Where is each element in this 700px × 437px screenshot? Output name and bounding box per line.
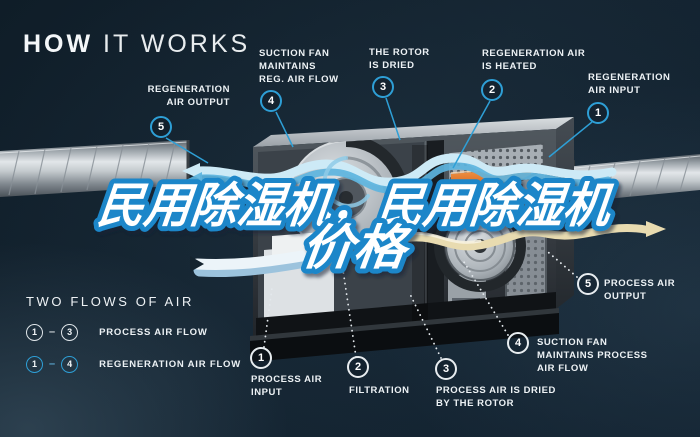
callout-regeneration-air-heated: REGENERATION AIR IS HEATED	[482, 48, 586, 72]
legend-dash: –	[49, 326, 56, 338]
legend-label-regeneration: REGENERATION AIR FLOW	[99, 358, 242, 370]
left-duct	[0, 140, 190, 197]
legend-title: TWO FLOWS OF AIR	[26, 294, 194, 309]
process-air-flow-arrows	[392, 221, 666, 251]
step-badge-proc-1: 1	[250, 347, 272, 369]
page-title: HOW IT WORKS	[23, 30, 250, 59]
step-badge-proc-4: 4	[507, 332, 529, 354]
step-badge-reg-4: 4	[260, 90, 282, 112]
title-bold: HOW	[23, 30, 94, 58]
callout-suction-fan-reg: SUCTION FAN MAINTAINS REG. AIR FLOW	[259, 48, 339, 85]
step-badge-proc-2: 2	[347, 356, 369, 378]
legend-step-circle: 3	[61, 323, 79, 341]
step-badge-reg-2: 2	[481, 79, 503, 101]
legend-step-circle: 1	[26, 355, 43, 373]
legend-step-circle: 1	[26, 323, 43, 341]
legend-step-circle: 4	[61, 355, 79, 373]
callout-suction-fan-process: SUCTION FAN MAINTAINS PROCESS AIR FLOW	[537, 337, 648, 374]
callout-process-air-input: PROCESS AIR INPUT	[251, 374, 323, 398]
step-badge-proc-5: 5	[577, 273, 599, 295]
legend-label-process: PROCESS AIR FLOW	[99, 326, 208, 338]
title-light: IT WORKS	[93, 30, 251, 58]
legend-dash: –	[49, 358, 56, 370]
legend-row-regeneration-air-flow: 1 – 4 REGENERATION AIR FLOW	[26, 355, 241, 373]
process-air-output-ribbon	[190, 250, 308, 278]
leader-lines-regeneration	[165, 97, 593, 169]
callout-filtration: FILTRATION	[349, 385, 410, 396]
callout-regeneration-air-output: REGENERATION AIR OUTPUT	[147, 84, 230, 108]
step-badge-reg-3: 3	[372, 76, 394, 98]
callout-process-air-output: PROCESS AIR OUTPUT	[604, 278, 676, 302]
callout-rotor-is-dried: THE ROTOR IS DRIED	[369, 47, 430, 71]
step-badge-reg-1: 1	[587, 102, 609, 124]
callout-regeneration-air-input: REGENERATION AIR INPUT	[588, 72, 671, 96]
leader-lines-process	[263, 251, 578, 359]
regeneration-air-flow-arrows	[182, 153, 617, 208]
step-badge-proc-3: 3	[435, 358, 457, 380]
legend: TWO FLOWS OF AIR 1 – 3 PROCESS AIR FLOW …	[26, 294, 241, 373]
step-badge-reg-5: 5	[150, 116, 172, 138]
callout-process-air-dried: PROCESS AIR IS DRIED BY THE ROTOR	[436, 385, 556, 409]
legend-row-process-air-flow: 1 – 3 PROCESS AIR FLOW	[26, 323, 241, 341]
